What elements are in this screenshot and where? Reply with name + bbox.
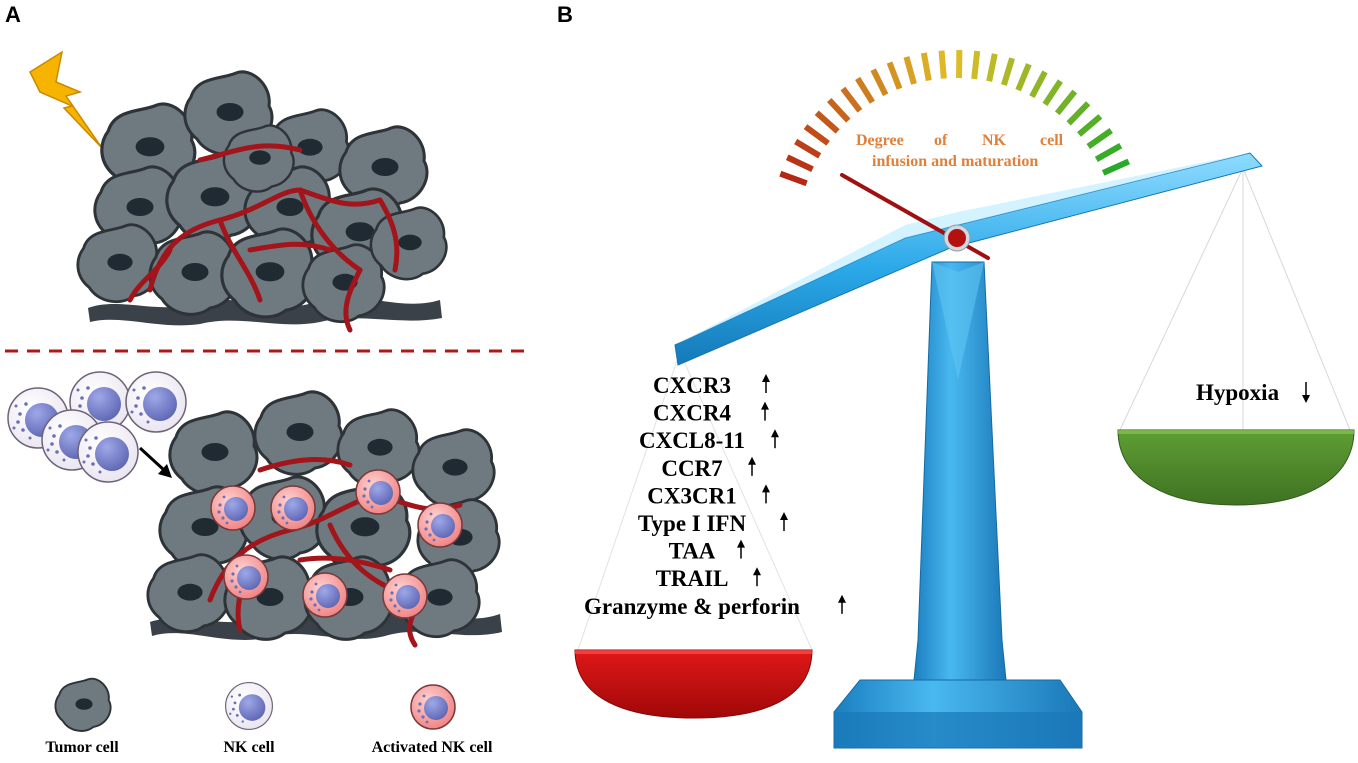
- gauge-tick: [971, 50, 981, 80]
- gauge-tick: [938, 50, 947, 79]
- gauge-tick: [1101, 158, 1130, 176]
- gauge-tick: [886, 61, 903, 90]
- marker-label: CCR7: [661, 456, 722, 481]
- gauge-tick: [1054, 89, 1078, 116]
- gauge-tick: [1015, 63, 1032, 92]
- marker-label: TAA: [669, 539, 716, 564]
- arrow-up-icon: [737, 539, 745, 559]
- legend-label-nk: NK cell: [223, 739, 275, 756]
- gauge-tick: [779, 170, 808, 187]
- gauge-tick: [1066, 101, 1091, 126]
- gauge-ticks: [779, 49, 1130, 187]
- arrow-up-icon: [838, 594, 846, 614]
- arrow-down-icon: [1302, 382, 1310, 403]
- tumor-mass-bottom: [146, 390, 502, 648]
- gauge-text-line2: infusion and maturation: [872, 153, 1038, 170]
- arrow-up-icon: [762, 374, 770, 393]
- marker-label: CXCR4: [653, 401, 731, 426]
- legend-label-activated: Activated NK cell: [372, 739, 493, 756]
- arrow-up-icon: [748, 456, 756, 476]
- right-pan: [1117, 429, 1355, 506]
- marker-label: Type I IFN: [638, 511, 747, 536]
- gauge-tick: [1086, 128, 1113, 149]
- marker-label: CX3CR1: [647, 483, 736, 508]
- panel-label-a: A: [5, 2, 21, 27]
- infusion-arrow-icon: [138, 446, 172, 478]
- balance-beam: [674, 152, 1263, 366]
- gauge-tick: [855, 76, 875, 104]
- marker-label: CXCL8-11: [639, 428, 745, 453]
- gauge-tick: [986, 53, 998, 82]
- gauge-text-degree: Degree: [856, 132, 904, 149]
- gauge-title: Degree of NK cell infusion and maturatio…: [856, 132, 1064, 170]
- gauge-tick: [1001, 57, 1015, 86]
- gauge-tick: [794, 138, 822, 159]
- arrow-up-icon: [753, 567, 761, 587]
- nk-cell-legend-icon: [225, 682, 273, 730]
- marker-label: Granzyme & perforin: [584, 594, 800, 619]
- gauge-text-cell: cell: [1040, 132, 1064, 149]
- gauge-tick: [1029, 70, 1048, 99]
- arrow-up-icon: [762, 484, 770, 504]
- right-pan-markers: Hypoxia: [1196, 380, 1310, 405]
- lightning-bolt-icon: [29, 50, 103, 149]
- left-pan: [574, 649, 813, 719]
- marker-label: Hypoxia: [1196, 380, 1280, 405]
- gauge-tick: [803, 124, 830, 146]
- legend: Tumor cell NK cell Activated NK cell: [45, 677, 493, 756]
- gauge-tick: [814, 110, 840, 134]
- gauge-tick: [827, 98, 851, 123]
- gauge-tick: [1077, 114, 1103, 137]
- right-pan-strings: [1119, 167, 1351, 431]
- legend-label-tumor: Tumor cell: [45, 739, 119, 756]
- gauge-tick: [870, 68, 889, 97]
- gauge-needle: [840, 173, 990, 260]
- tumor-cell-legend-icon: [54, 677, 112, 732]
- gauge-tick: [903, 56, 917, 85]
- arrow-up-icon: [780, 512, 788, 531]
- gauge-text-nk: NK: [982, 132, 1007, 149]
- gauge-tick: [1094, 142, 1123, 162]
- arrow-up-icon: [761, 401, 769, 421]
- marker-label: CXCR3: [653, 373, 731, 398]
- marker-label: TRAIL: [656, 566, 729, 591]
- gauge-tick: [1042, 79, 1063, 107]
- gauge-tick: [840, 86, 863, 113]
- balance-stand: [833, 261, 1083, 749]
- tumor-mass-top: [76, 70, 448, 333]
- gauge-tick: [785, 154, 814, 172]
- left-pan-strings: [577, 351, 813, 651]
- arrow-up-icon: [771, 429, 779, 449]
- panel-label-b: B: [557, 2, 573, 27]
- gauge-text-of: of: [934, 132, 948, 149]
- gauge-tick: [920, 52, 932, 82]
- activated-nk-cell-legend-icon: [410, 684, 456, 730]
